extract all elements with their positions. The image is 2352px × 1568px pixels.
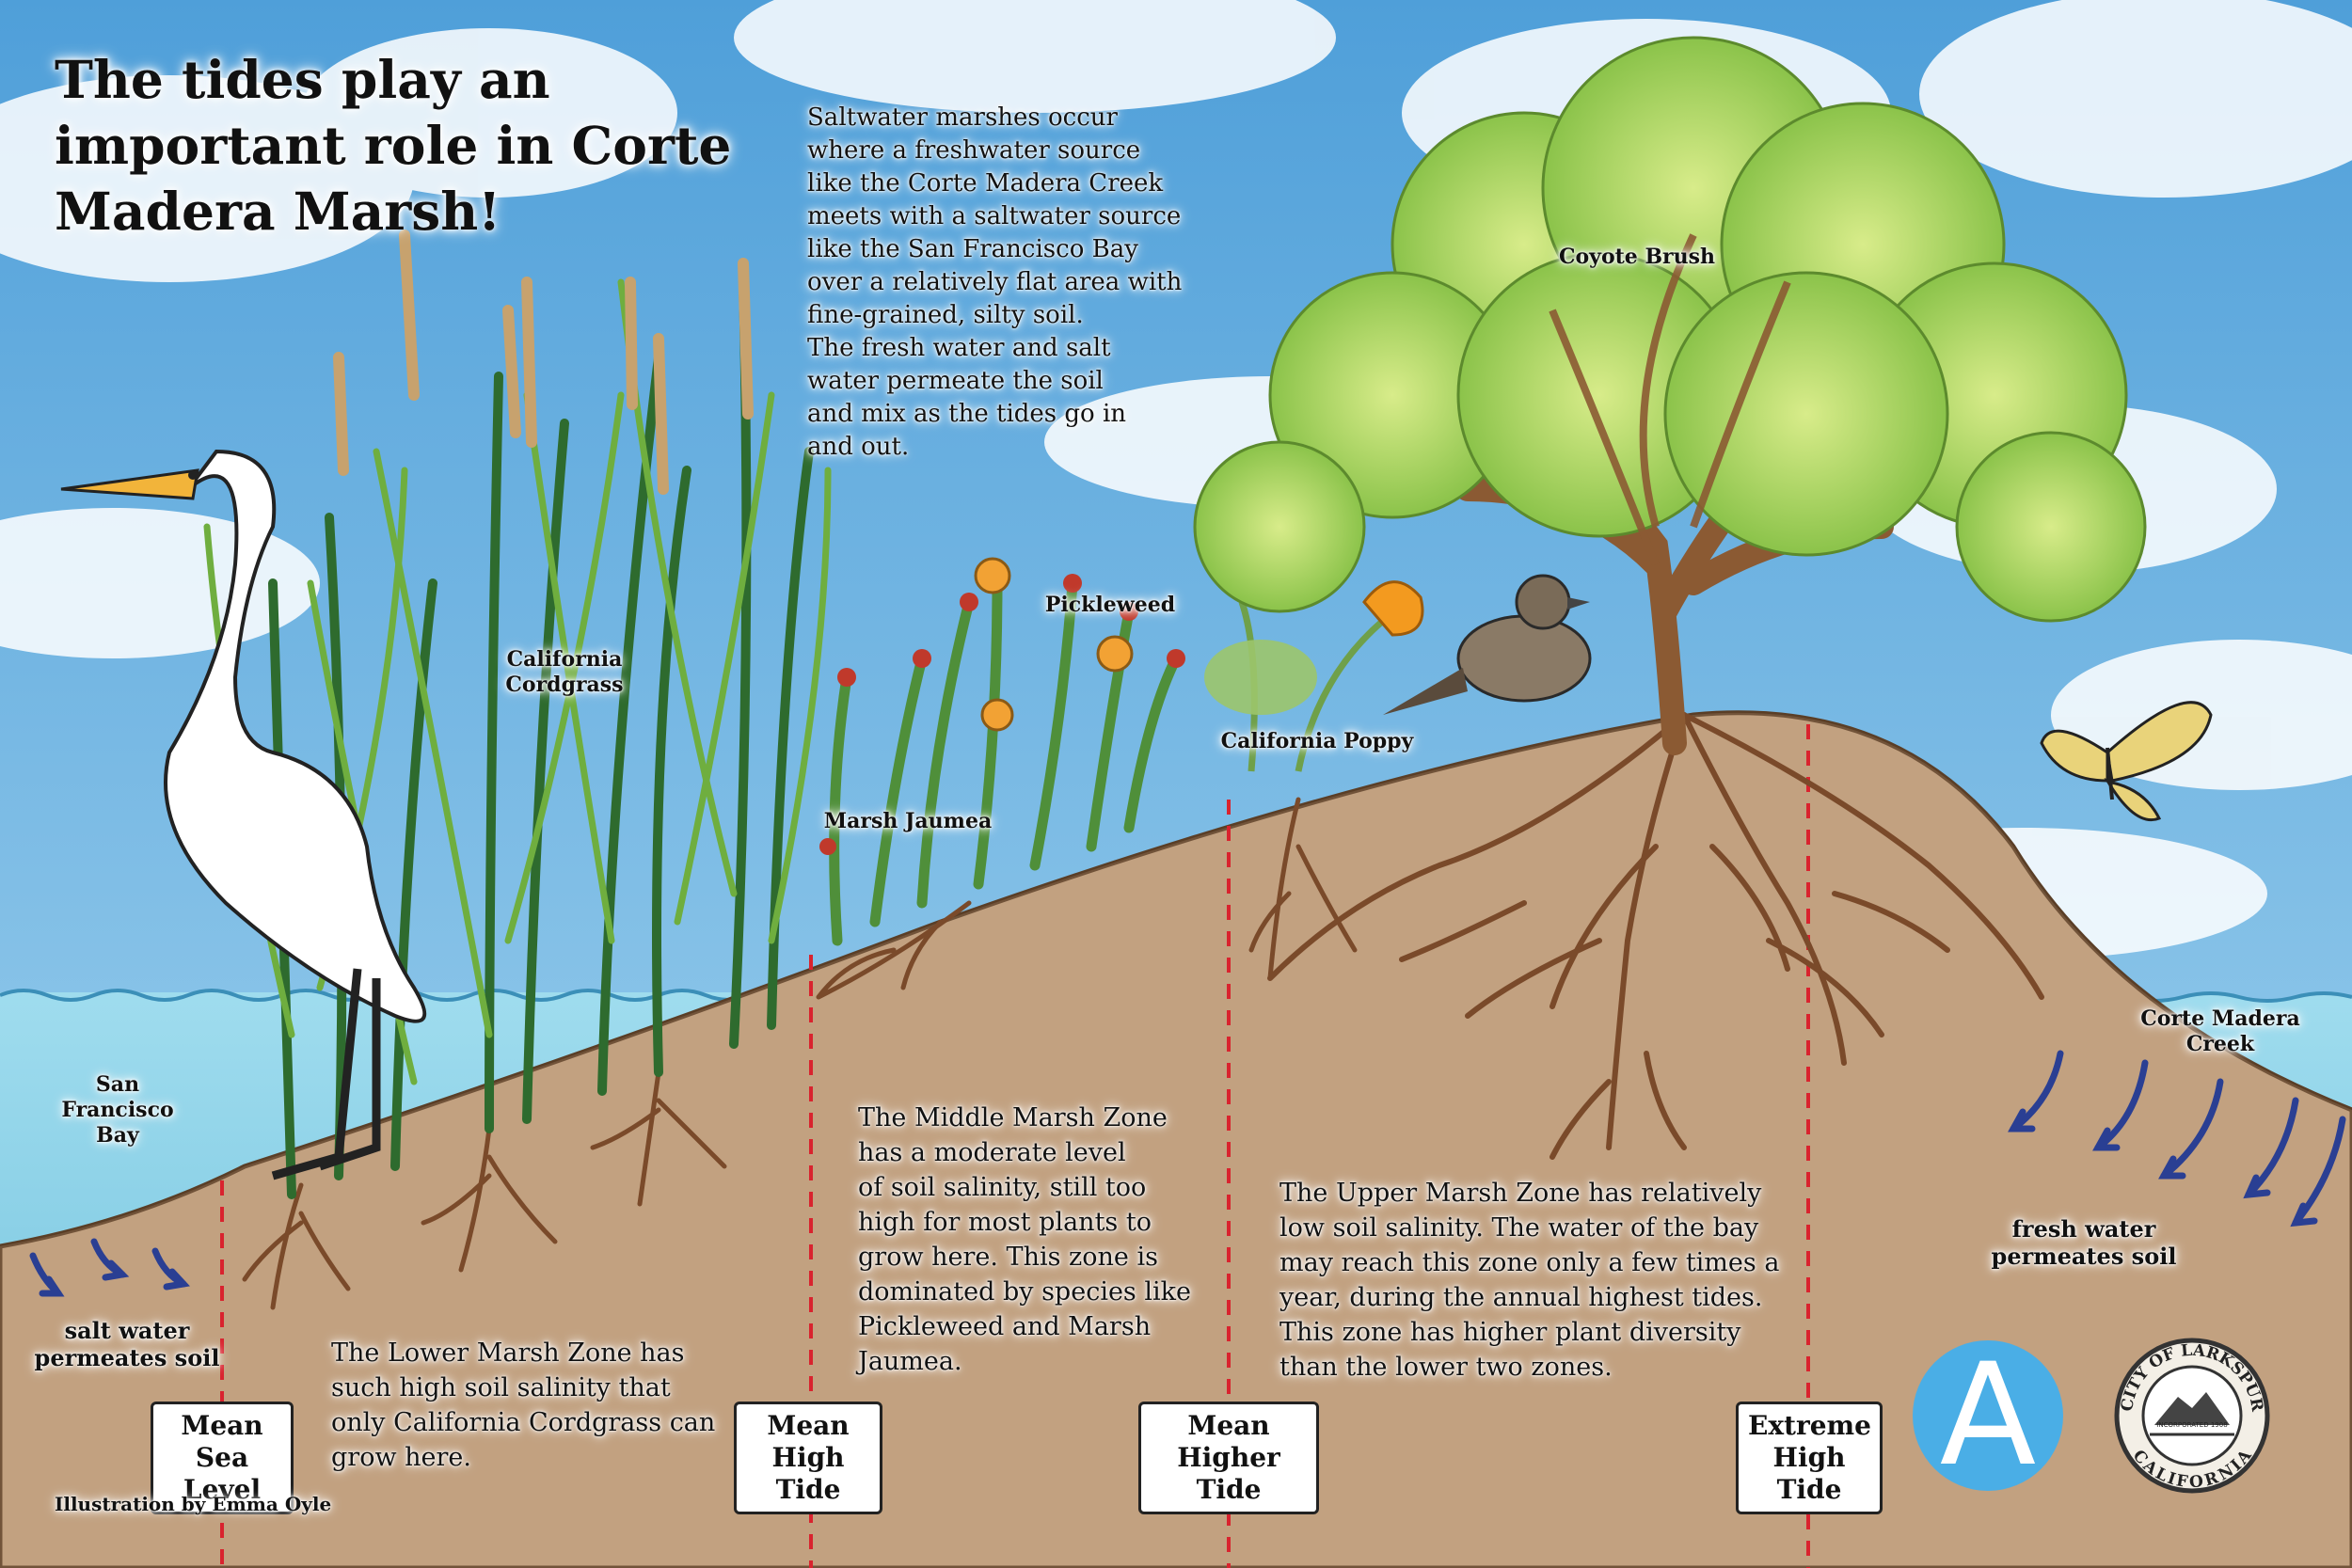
coyote-brush-label: Coyote Brush	[1558, 245, 1716, 269]
butterfly	[2040, 701, 2213, 821]
lower-zone-text: The Lower Marsh Zone has such high soil …	[331, 1338, 716, 1472]
tide-mean-high-tide: Mean High Tide	[734, 1402, 882, 1514]
salt-water-arrows	[29, 1238, 190, 1297]
sf-bay-label: San Francisco Bay	[61, 1072, 174, 1148]
jaumea-label: Marsh Jaumea	[823, 809, 993, 833]
cordgrass	[203, 230, 832, 1199]
city-seal	[2114, 1338, 2270, 1494]
tide-mean-higher-tide: Mean Higher Tide	[1138, 1402, 1319, 1514]
svg-text:CALIFORNIA: CALIFORNIA	[2129, 1446, 2256, 1491]
intro-text: Saltwater marshes occur where a freshwat…	[807, 103, 1183, 461]
sparrow-bird	[1383, 574, 1592, 715]
roots	[242, 712, 2044, 1310]
middle-zone-text: The Middle Marsh Zone has a moderate lev…	[858, 1103, 1191, 1376]
egret-bird	[60, 449, 427, 1180]
pickleweed-label: Pickleweed	[1044, 593, 1176, 617]
poppy-label: California Poppy	[1220, 729, 1414, 753]
creek-label: Corte Madera Creek	[2140, 1006, 2300, 1056]
fresh-water-arrows	[2008, 1050, 2346, 1227]
seal-top-text: CITY OF LARKSPUR	[2118, 1341, 2266, 1414]
upper-zone-text: The Upper Marsh Zone has relatively low …	[1279, 1179, 1780, 1382]
salt-water-label: salt water permeates soil	[34, 1317, 220, 1371]
svg-text:INCORPORATED 1908: INCORPORATED 1908	[2156, 1421, 2227, 1429]
seal-text: CITY OF LARKSPUR CALIFORNIA INCORPORATED…	[2118, 1341, 2266, 1491]
bay-wave	[0, 989, 848, 1002]
a-logo-icon: A	[1913, 1340, 2063, 1491]
tide-extreme-high-tide: Extreme High Tide	[1736, 1402, 1883, 1514]
seal-bottom-text: CALIFORNIA	[2129, 1446, 2256, 1491]
seal-band-text: INCORPORATED 1908	[2156, 1421, 2227, 1429]
cordgrass-label: California Cordgrass	[505, 647, 624, 697]
jaumea-flowers	[974, 557, 1134, 732]
fresh-water-label: fresh water permeates soil	[1991, 1215, 2177, 1270]
tide-mean-sea-level: Mean Sea Level	[151, 1402, 294, 1514]
soil-mound	[0, 710, 2352, 1568]
svg-text:CITY OF LARKSPUR: CITY OF LARKSPUR	[2118, 1341, 2266, 1414]
illustration-credit: Illustration by Emma Oyle	[55, 1493, 332, 1515]
pickleweed-tips	[819, 574, 1185, 855]
page-title: The tides play an important role in Cort…	[55, 49, 732, 242]
pickleweed	[829, 578, 1182, 946]
coyote-brush-tree	[1193, 36, 2147, 755]
